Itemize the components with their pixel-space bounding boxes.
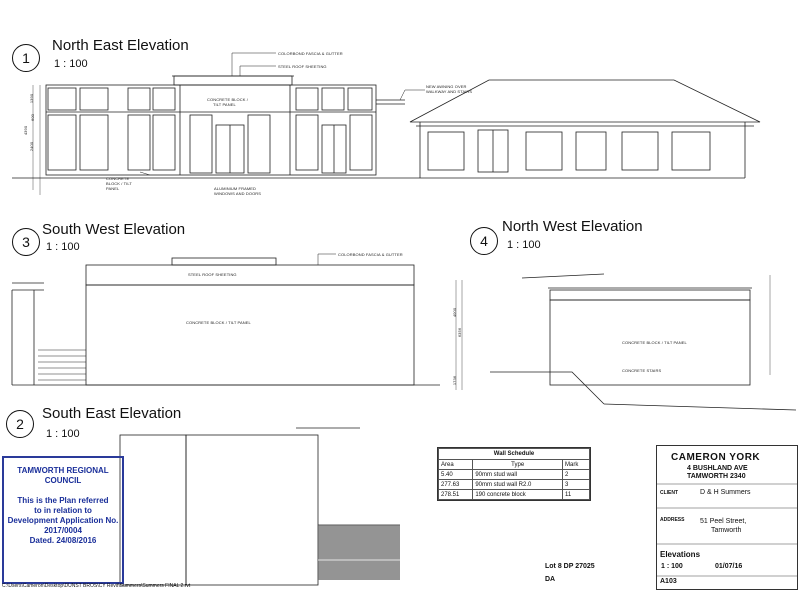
note-concrete-panel: CONCRETE BLOCK / TILT PANEL xyxy=(622,340,687,345)
stamp-line: COUNCIL xyxy=(44,476,82,485)
view-scale: 1 : 100 xyxy=(46,428,80,440)
note-concrete-panel: CONCRETE BLOCK / TILT PANEL xyxy=(186,320,251,325)
dimension: 6356 xyxy=(457,327,463,338)
stamp-line: This is the Plan referred xyxy=(17,496,109,505)
wall-schedule-title: Wall Schedule xyxy=(438,448,590,460)
column-header: Mark xyxy=(562,459,590,470)
view-title: South East Elevation xyxy=(42,405,182,422)
note-concrete-block: CONCRETE BLOCK / xyxy=(207,97,248,102)
note-concrete-block: TILT PANEL xyxy=(213,102,236,107)
view-scale: 1 : 100 xyxy=(54,58,88,70)
table-cell: 190 concrete block xyxy=(472,489,564,500)
dimension: 1390 xyxy=(29,93,35,104)
view-scale: 1 : 100 xyxy=(507,239,541,251)
council-approval-stamp: TAMWORTH REGIONAL COUNCIL This is the Pl… xyxy=(2,456,124,584)
table-cell: 90mm stud wall xyxy=(472,469,564,480)
dimension: 2400 xyxy=(29,141,35,152)
address-value: Tamworth xyxy=(711,527,742,534)
view-title: North West Elevation xyxy=(502,218,643,235)
company-address: TAMWORTH 2340 xyxy=(687,473,746,480)
dimension: 4390 xyxy=(23,125,29,136)
company-name: CAMERON YORK xyxy=(671,452,761,463)
sheet-title: Elevations xyxy=(660,550,701,559)
note-concrete-stairs: CONCRETE STAIRS xyxy=(622,368,662,373)
table-cell: 90mm stud wall R2.0 xyxy=(472,479,564,490)
client-label: CLIENT xyxy=(660,490,679,496)
stamp-line: 2017/0004 xyxy=(44,526,82,535)
stamp-line: to in relation to xyxy=(34,506,92,515)
note-steel-roof: STEEL ROOF SHEETING xyxy=(278,64,327,69)
stage-label: DA xyxy=(545,576,556,583)
view-title: South West Elevation xyxy=(42,221,186,238)
note-awning: NEW AWNING OVER xyxy=(426,84,467,89)
title-block-lines xyxy=(657,483,797,577)
sheet-date: 01/07/16 xyxy=(715,563,743,570)
address-label: ADDRESS xyxy=(660,517,685,523)
stamp-line: Dated. 24/08/2016 xyxy=(29,536,97,545)
dimension: 600 xyxy=(29,114,35,121)
table-cell: 2 xyxy=(562,469,590,480)
dimension: 4000 xyxy=(452,307,458,318)
lot-number: Lot 8 DP 27025 xyxy=(545,563,595,570)
sheet-number: A103 xyxy=(660,578,677,585)
column-header: Type xyxy=(472,459,564,470)
view-number: 4 xyxy=(470,227,498,255)
note-colorbond: COLORBOND FASCIA & GUTTER xyxy=(278,51,343,56)
table-row: 277.63 90mm stud wall R2.0 3 xyxy=(437,479,590,490)
table-cell: 3 xyxy=(562,479,590,490)
view-title: North East Elevation xyxy=(52,37,189,54)
view-scale: 1 : 100 xyxy=(46,241,80,253)
table-row: 5.40 90mm stud wall 2 xyxy=(437,469,590,480)
wall-schedule-table: Wall Schedule Area Type Mark 5.40 90mm s… xyxy=(437,447,591,501)
company-address: 4 BUSHLAND AVE xyxy=(687,465,748,472)
table-cell: 277.63 xyxy=(437,479,474,490)
note-steel-roof: STEEL ROOF SHEETING xyxy=(188,272,237,277)
table-cell: 5.40 xyxy=(437,469,474,480)
note-aluminium: WINDOWS AND DOORS xyxy=(214,191,262,196)
file-path: C:\Users\Cameron\Desktop\DUNST BROS\CY R… xyxy=(2,583,191,589)
address-value: 51 Peel Street, xyxy=(700,518,747,525)
title-block: CAMERON YORK 4 BUSHLAND AVE TAMWORTH 234… xyxy=(656,445,798,590)
view-number: 1 xyxy=(12,44,40,72)
note-aluminium: ALUMINIUM FRAMED xyxy=(214,186,257,191)
view-number: 3 xyxy=(12,228,40,256)
note-concrete-block: PANEL xyxy=(106,186,120,191)
column-header: Area xyxy=(437,459,474,470)
note-awning: WALKWAY AND STAIRS xyxy=(426,89,473,94)
view-number: 2 xyxy=(6,410,34,438)
stamp-line: Development Application No. xyxy=(7,516,119,525)
stamp-line: TAMWORTH REGIONAL xyxy=(17,466,109,475)
dimension: 1736 xyxy=(452,375,458,386)
note-concrete-block: CONCRETE xyxy=(106,176,130,181)
table-cell: 278.51 xyxy=(437,489,474,500)
client-value: D & H Summers xyxy=(700,489,751,496)
table-cell: 11 xyxy=(562,489,590,500)
note-colorbond: COLORBOND FASCIA & GUTTER xyxy=(338,252,403,257)
sheet-scale: 1 : 100 xyxy=(661,563,683,570)
note-concrete-block: BLOCK / TILT xyxy=(106,181,132,186)
table-row: 278.51 190 concrete block 11 xyxy=(437,489,590,500)
